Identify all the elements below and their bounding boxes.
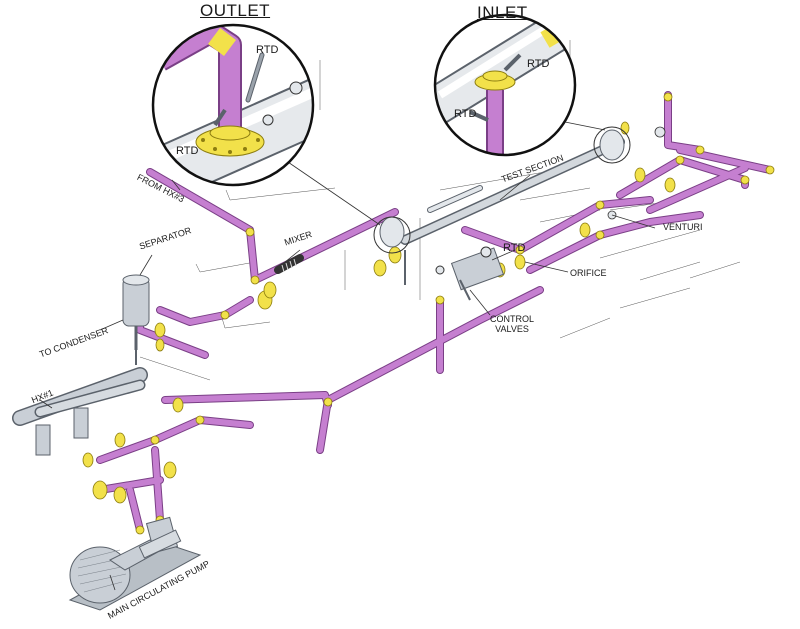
pressure-gauge-icon <box>480 246 492 258</box>
heat-exchanger-hx1 <box>12 367 148 456</box>
main-circulating-pump <box>68 516 202 611</box>
venturi-gauges <box>607 126 666 220</box>
detail-outlet <box>151 23 315 187</box>
control-valves-label: CONTROL VALVES <box>490 314 535 334</box>
rtd-label-outlet-lower: RTD <box>176 145 199 157</box>
support-legs <box>135 250 406 365</box>
fittings <box>82 92 775 535</box>
test-section-callout-circles <box>373 126 631 254</box>
rtd-label-inlet-lower: RTD <box>454 108 477 120</box>
inlet-title: INLET <box>477 3 528 22</box>
rtd-label-main: RTD <box>503 242 526 254</box>
orifice-label: ORIFICE <box>570 268 607 278</box>
rtd-label-outlet-upper: RTD <box>256 44 279 56</box>
detail-inlet <box>433 13 577 157</box>
test-section-tube <box>379 129 625 248</box>
leader-lines <box>39 119 656 591</box>
rtd-label-inlet-upper: RTD <box>527 58 550 70</box>
venturi-label: VENTURI <box>663 222 703 232</box>
control-valve-cluster <box>435 246 505 301</box>
outlet-title: OUTLET <box>200 1 271 20</box>
separator <box>122 274 150 350</box>
mixer <box>274 254 304 274</box>
